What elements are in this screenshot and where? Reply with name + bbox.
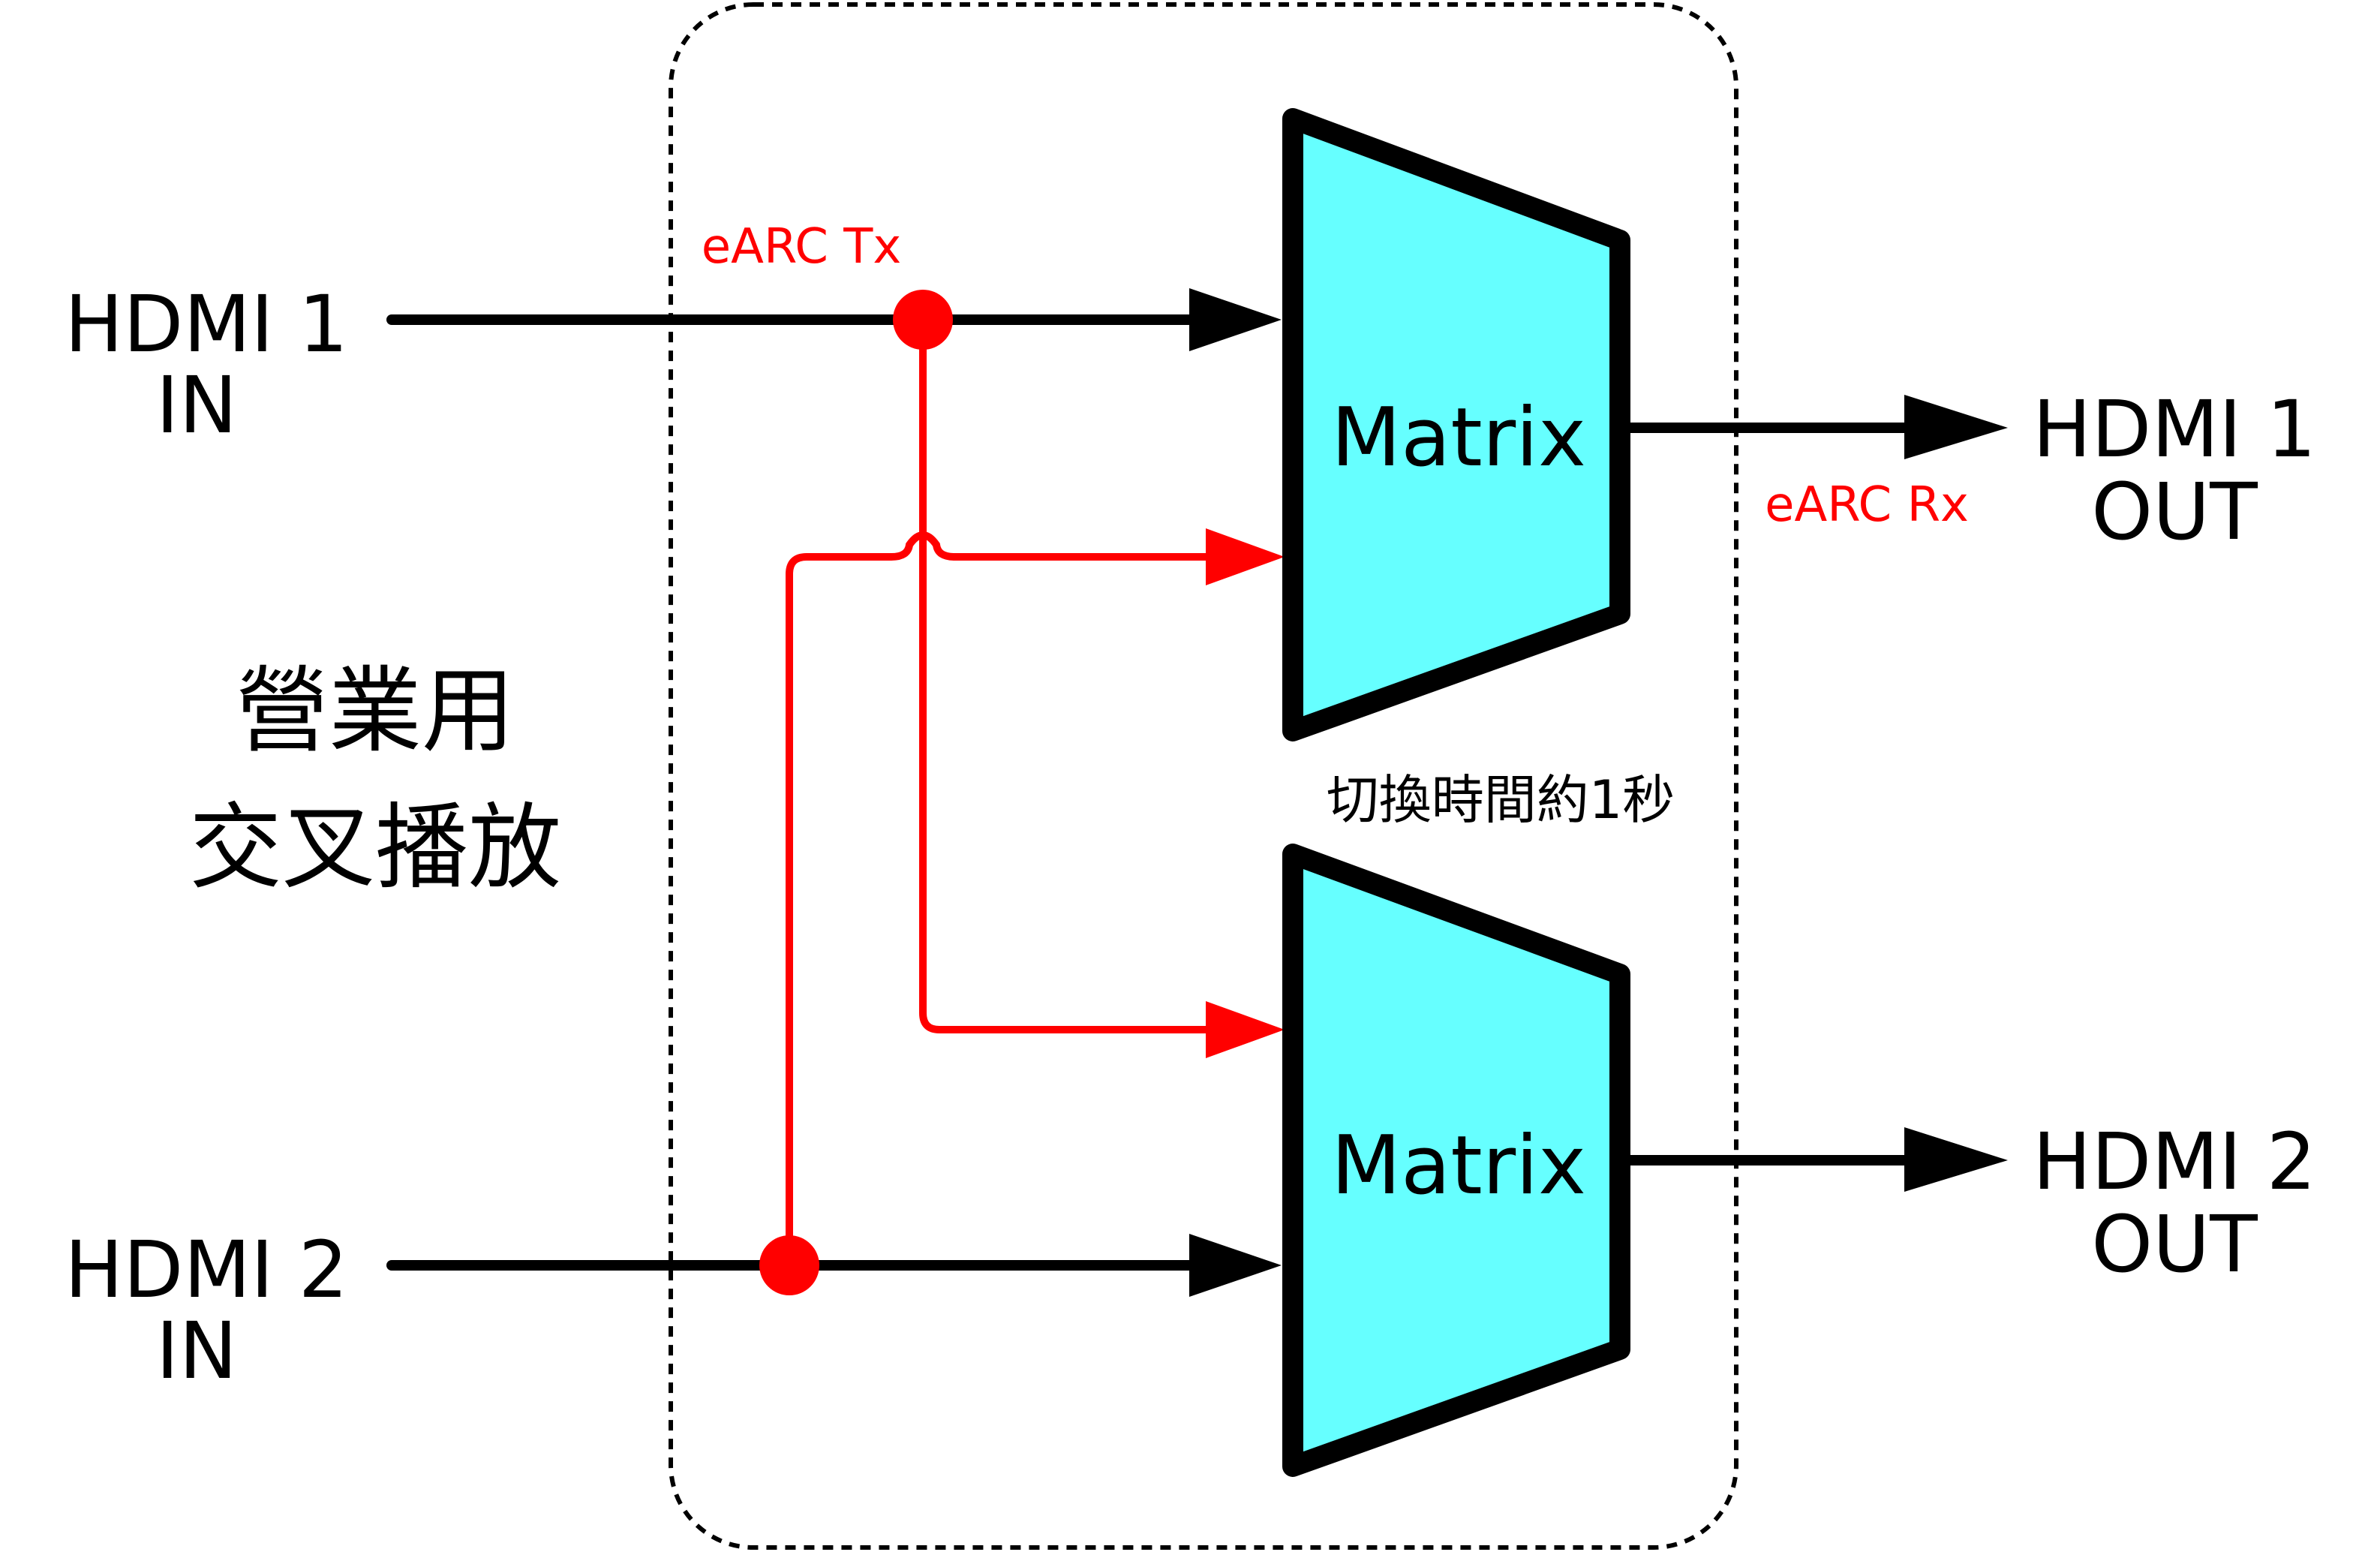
hdmi2-in-label-line1: HDMI 2 (65, 1224, 348, 1316)
hdmi2-out-label-line1: HDMI 2 (2033, 1116, 2316, 1208)
earc-path-hdmi1-to-bottom-matrix (919, 320, 1212, 1033)
hdmi2-out-arrowhead (1904, 1127, 2008, 1192)
earc-arrowhead-top (1206, 528, 1285, 585)
top-matrix-block (1282, 108, 1630, 741)
bottom-matrix-label: Matrix (1331, 1119, 1586, 1213)
earc-path-hdmi2-to-top-matrix (786, 531, 1212, 1265)
hdmi2-out-label-line2: OUT (2091, 1199, 2258, 1290)
earc-tx-label: eARC Tx (702, 219, 901, 275)
hdmi1-in-label-line2: IN (156, 359, 237, 451)
earc-rx-label: eARC Rx (1765, 477, 1969, 533)
hdmi2-in-arrowhead (1189, 1234, 1282, 1297)
earc-tx-tap-dot (893, 290, 953, 350)
top-matrix-label: Matrix (1331, 391, 1586, 485)
side-note-line1: 營業用 (236, 657, 515, 765)
side-note-line2: 交叉播放 (189, 794, 561, 902)
hdmi1-out-label-line2: OUT (2091, 466, 2258, 558)
hdmi1-in-arrowhead (1189, 288, 1282, 351)
device-boundary (669, 2, 1738, 1550)
hdmi1-out-label-line1: HDMI 1 (2033, 383, 2316, 475)
switch-time-note: 切換時間約1秒 (1327, 769, 1675, 831)
hdmi1-in-label-line1: HDMI 1 (65, 278, 348, 370)
hdmi2-in-label-line2: IN (156, 1305, 237, 1397)
earc-arrowhead-bottom (1206, 1001, 1285, 1058)
hdmi2-tap-dot (759, 1235, 819, 1295)
hdmi1-out-arrowhead (1904, 395, 2008, 459)
bottom-matrix-block (1282, 844, 1630, 1477)
